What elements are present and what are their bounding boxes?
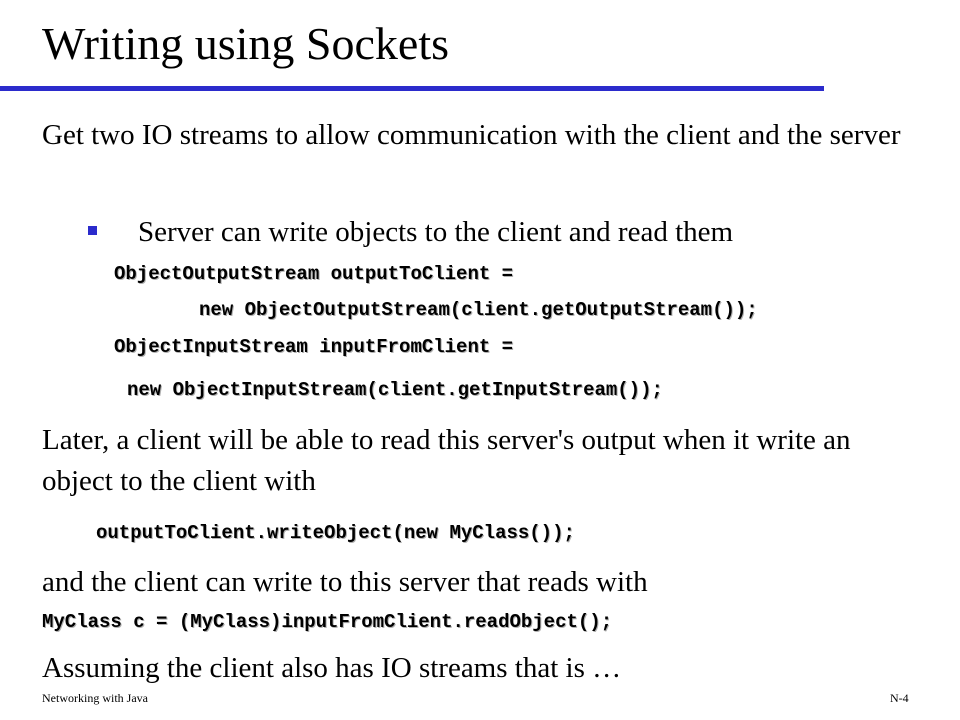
slide-title: Writing using Sockets bbox=[42, 18, 450, 69]
code-line-output-new: new ObjectOutputStream(client.getOutputS… bbox=[199, 299, 758, 321]
intro-paragraph: Get two IO streams to allow communicatio… bbox=[42, 119, 901, 151]
code-line-input-decl: ObjectInputStream inputFromClient = bbox=[114, 336, 514, 358]
code-line-read-object: MyClass c = (MyClass)inputFromClient.rea… bbox=[42, 611, 613, 633]
square-bullet-icon bbox=[88, 226, 97, 235]
bullet-text: Server can write objects to the client a… bbox=[138, 216, 734, 248]
footer-page-number: N-4 bbox=[890, 691, 909, 705]
client-write-paragraph: and the client can write to this server … bbox=[42, 566, 648, 598]
closing-paragraph: Assuming the client also has IO streams … bbox=[42, 652, 622, 684]
footer-left: Networking with Java bbox=[42, 691, 148, 705]
later-paragraph: Later, a client will be able to read thi… bbox=[42, 424, 851, 497]
code-line-write-object: outputToClient.writeObject(new MyClass()… bbox=[96, 522, 575, 544]
code-line-output-decl: ObjectOutputStream outputToClient = bbox=[114, 263, 514, 285]
code-line-input-new: new ObjectInputStream(client.getInputStr… bbox=[127, 379, 663, 401]
title-underline bbox=[0, 86, 824, 91]
